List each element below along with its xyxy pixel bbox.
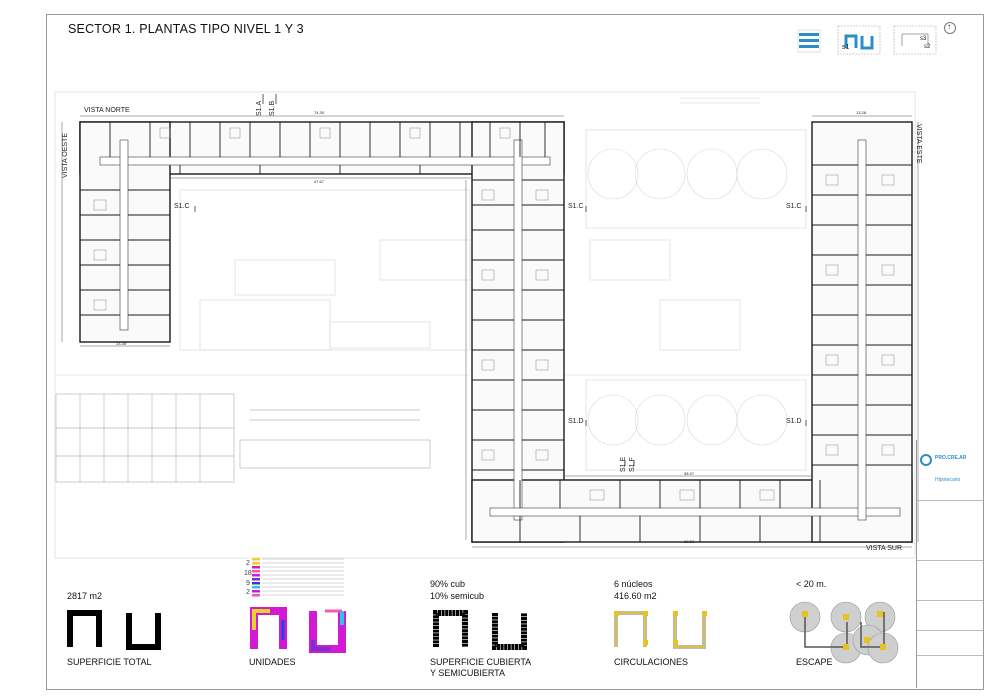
stat-cores-area: 416.60 m2 bbox=[614, 591, 657, 601]
procrear-logo-icon bbox=[920, 454, 932, 466]
units-count-3: 9 bbox=[246, 580, 250, 587]
caption-covered-2: Y SEMICUBIERTA bbox=[430, 668, 506, 678]
view-label-west: VISTA OESTE bbox=[62, 133, 69, 178]
section-label-s1b: S1.B bbox=[269, 100, 276, 116]
section-label-s1a: S1.A bbox=[256, 100, 263, 116]
dim-bottom-inner: 38.97 bbox=[684, 471, 695, 476]
view-label-north: VISTA NORTE bbox=[84, 107, 130, 114]
view-label-east: VISTA ESTE bbox=[915, 124, 922, 164]
keymap-s1-label: s1 bbox=[842, 44, 850, 51]
brand-name: PRO.CRE.AR bbox=[935, 455, 967, 461]
section-label-s1e: S1.E bbox=[620, 456, 627, 472]
caption-total: SUPERFICIE TOTAL bbox=[67, 657, 152, 667]
units-count-2: 18 bbox=[244, 570, 252, 577]
title-block-row bbox=[917, 500, 983, 521]
stat-cores-count: 6 núcleos bbox=[614, 579, 653, 589]
caption-escape: ESCAPE bbox=[796, 657, 833, 667]
keymap-s3-label: s3 bbox=[920, 36, 927, 42]
units-count-4: 2 bbox=[246, 589, 250, 596]
dim-top-inner: 47.67 bbox=[314, 179, 325, 184]
stat-escape-distance: < 20 m. bbox=[796, 579, 827, 589]
section-label-s1c-right: S1.C bbox=[786, 203, 802, 210]
section-label-s1f: S1.F bbox=[629, 457, 636, 472]
section-label-s1c-left: S1.C bbox=[174, 203, 190, 210]
units-count-1: 2 bbox=[246, 560, 250, 567]
north-arrow-label: ↑ bbox=[947, 22, 951, 31]
title-block-row bbox=[917, 560, 983, 591]
stat-covered-1: 90% cub bbox=[430, 579, 466, 589]
view-label-south: VISTA SUR bbox=[866, 545, 903, 552]
sheet-title: SECTOR 1. PLANTAS TIPO NIVEL 1 Y 3 bbox=[68, 22, 304, 36]
dim-right-top: 13.28 bbox=[856, 110, 867, 115]
dim-bottom-total: 88.53 bbox=[684, 539, 695, 544]
stat-covered-2: 10% semicub bbox=[430, 591, 485, 601]
title-block-row bbox=[917, 600, 983, 621]
title-block-row bbox=[917, 630, 983, 651]
drawing-sheet bbox=[46, 14, 984, 690]
keymap-s2-label: s2 bbox=[924, 44, 931, 50]
title-block bbox=[916, 440, 983, 688]
title-block-row bbox=[917, 655, 983, 676]
caption-circulation: CIRCULACIONES bbox=[614, 657, 689, 667]
brand-sub: Hipotecario bbox=[935, 477, 961, 483]
stat-total-area: 2817 m2 bbox=[67, 591, 103, 601]
caption-units: UNIDADES bbox=[249, 657, 296, 667]
north-arrow-icon bbox=[944, 22, 956, 34]
section-label-s1d-right: S1.D bbox=[786, 418, 802, 425]
section-label-s1d-mid: S1.D bbox=[568, 418, 584, 425]
dim-top-total: 74.30 bbox=[314, 110, 325, 115]
section-label-s1c-mid: S1.C bbox=[568, 203, 584, 210]
caption-covered-1: SUPERFICIE CUBIERTA bbox=[430, 657, 532, 667]
dim-left-bottom: 13.28 bbox=[116, 341, 127, 346]
